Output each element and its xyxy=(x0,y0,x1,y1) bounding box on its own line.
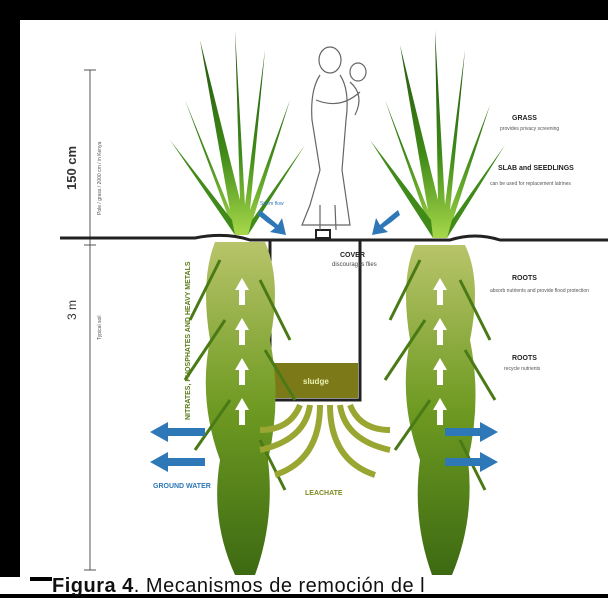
latrine-diagram: 150 cm Pole / grass / 2000 cm / in Kenya… xyxy=(20,20,608,577)
grass-title: GRASS xyxy=(512,115,537,122)
leachate-label: LEACHATE xyxy=(305,490,343,497)
roots-title-2: ROOTS xyxy=(512,355,537,362)
diagram-panel: 150 cm Pole / grass / 2000 cm / in Kenya… xyxy=(20,20,608,577)
woman-with-child xyxy=(302,47,366,230)
sludge-label: sludge xyxy=(303,377,329,386)
height-label: 150 cm xyxy=(64,146,79,190)
scale-bar xyxy=(84,70,96,570)
cover-text: discourages flies xyxy=(332,262,377,268)
height-sublabel: Pole / grass / 2000 cm / in Kenya xyxy=(97,141,103,215)
slab-text: can be used for replacement latrines xyxy=(490,181,571,187)
roots-text-2: recycle nutrients xyxy=(504,366,541,372)
caption-mark xyxy=(30,577,52,581)
stormflow-label: Storm flow xyxy=(260,201,284,207)
grass-text: provides privacy screening xyxy=(500,126,559,132)
right-annotations: GRASS provides privacy screening SLAB an… xyxy=(490,115,589,372)
ground-line xyxy=(60,235,608,240)
depth-label: 3 m xyxy=(65,300,79,320)
slab-title: SLAB and SEEDLINGS xyxy=(498,165,574,172)
depth-sublabel: Typical soil xyxy=(97,316,103,340)
roots-title-1: ROOTS xyxy=(512,275,537,282)
left-side-label: NITRATES, PHOSPHATES AND HEAVY METALS xyxy=(185,261,192,420)
roots-text-1: absorb nutrients and provide flood prote… xyxy=(490,288,589,294)
leachate-arrows xyxy=(260,405,390,475)
cover-title: COVER xyxy=(340,252,365,259)
groundwater-label: GROUND WATER xyxy=(153,483,211,490)
figure-caption: Figura 4. Mecanismos de remoción de l xyxy=(0,577,608,594)
